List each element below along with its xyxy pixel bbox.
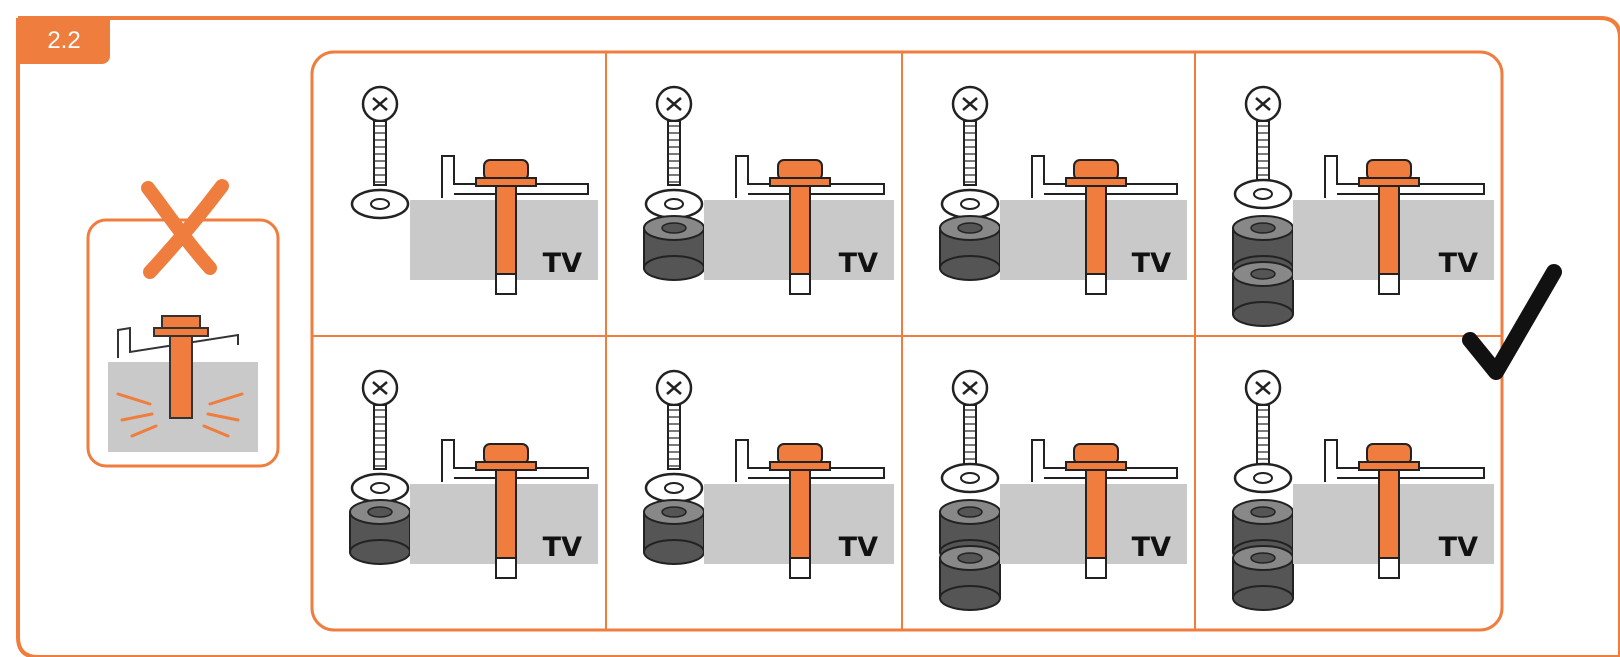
washer-icon bbox=[644, 472, 704, 504]
wrong-example bbox=[86, 179, 280, 468]
bracket-outline bbox=[735, 439, 885, 482]
tv-label: TV bbox=[839, 248, 878, 279]
loose-screw-icon bbox=[361, 369, 399, 470]
options-grid: TV TV TV TV TV TV TV TV bbox=[310, 50, 1504, 632]
loose-screw-icon bbox=[951, 85, 989, 186]
panel-a: TV bbox=[350, 85, 598, 295]
mounted-bolt-icon bbox=[769, 159, 831, 295]
panel-f: TV bbox=[643, 369, 894, 579]
bracket-outline bbox=[1031, 155, 1178, 198]
bracket-outline bbox=[441, 155, 589, 198]
washer-icon bbox=[350, 188, 410, 220]
washer-icon bbox=[1233, 178, 1293, 210]
tv-label: TV bbox=[839, 532, 878, 563]
mounted-bolt-icon bbox=[475, 443, 537, 579]
loose-screw-icon bbox=[1244, 85, 1282, 192]
x-mark-icon bbox=[141, 179, 229, 279]
bracket-outline bbox=[1324, 155, 1485, 198]
bracket-outline bbox=[1031, 439, 1178, 482]
loose-screw-icon bbox=[1244, 369, 1282, 476]
loose-screw-icon bbox=[655, 369, 693, 470]
tv-label: TV bbox=[1132, 532, 1171, 563]
bracket-outline bbox=[441, 439, 589, 482]
check-mark-icon bbox=[1462, 264, 1562, 380]
mounted-bolt-icon bbox=[769, 443, 831, 579]
mounted-bolt-icon bbox=[1358, 159, 1420, 295]
loose-screw-icon bbox=[361, 85, 399, 186]
step-number: 2.2 bbox=[47, 27, 81, 54]
washer-icon bbox=[1233, 462, 1293, 494]
panel-d: TV bbox=[1232, 85, 1494, 327]
washer-icon bbox=[940, 188, 1000, 220]
washer-icon bbox=[350, 472, 410, 504]
tv-label: TV bbox=[543, 532, 582, 563]
loose-screw-icon bbox=[951, 369, 989, 476]
panel-b: TV bbox=[643, 85, 894, 295]
spacer-icon bbox=[1232, 261, 1294, 327]
spacer-icon bbox=[643, 499, 705, 565]
spacer-icon bbox=[1232, 545, 1294, 611]
loose-screw-icon bbox=[655, 85, 693, 186]
panel-g: TV bbox=[939, 369, 1187, 611]
panel-c: TV bbox=[939, 85, 1187, 295]
spacer-icon bbox=[939, 545, 1001, 611]
mounted-bolt-icon bbox=[1358, 443, 1420, 579]
tv-label: TV bbox=[1439, 248, 1478, 279]
damage-burst-icon bbox=[116, 392, 244, 438]
spacer-icon bbox=[939, 215, 1001, 281]
bracket-outline bbox=[1324, 439, 1485, 482]
mounted-bolt-icon bbox=[1065, 443, 1127, 579]
spacer-icon bbox=[643, 215, 705, 281]
mounted-bolt-icon bbox=[475, 159, 537, 295]
panel-h: TV bbox=[1232, 369, 1494, 611]
washer-icon bbox=[940, 462, 1000, 494]
spacer-icon bbox=[349, 499, 411, 565]
mounted-bolt-icon bbox=[1065, 159, 1127, 295]
bracket-outline bbox=[735, 155, 885, 198]
tv-label: TV bbox=[1132, 248, 1171, 279]
washer-icon bbox=[644, 188, 704, 220]
panel-e: TV bbox=[349, 369, 598, 579]
tv-label: TV bbox=[1439, 532, 1478, 563]
step-number-badge: 2.2 bbox=[18, 18, 110, 64]
tv-label: TV bbox=[543, 248, 582, 279]
